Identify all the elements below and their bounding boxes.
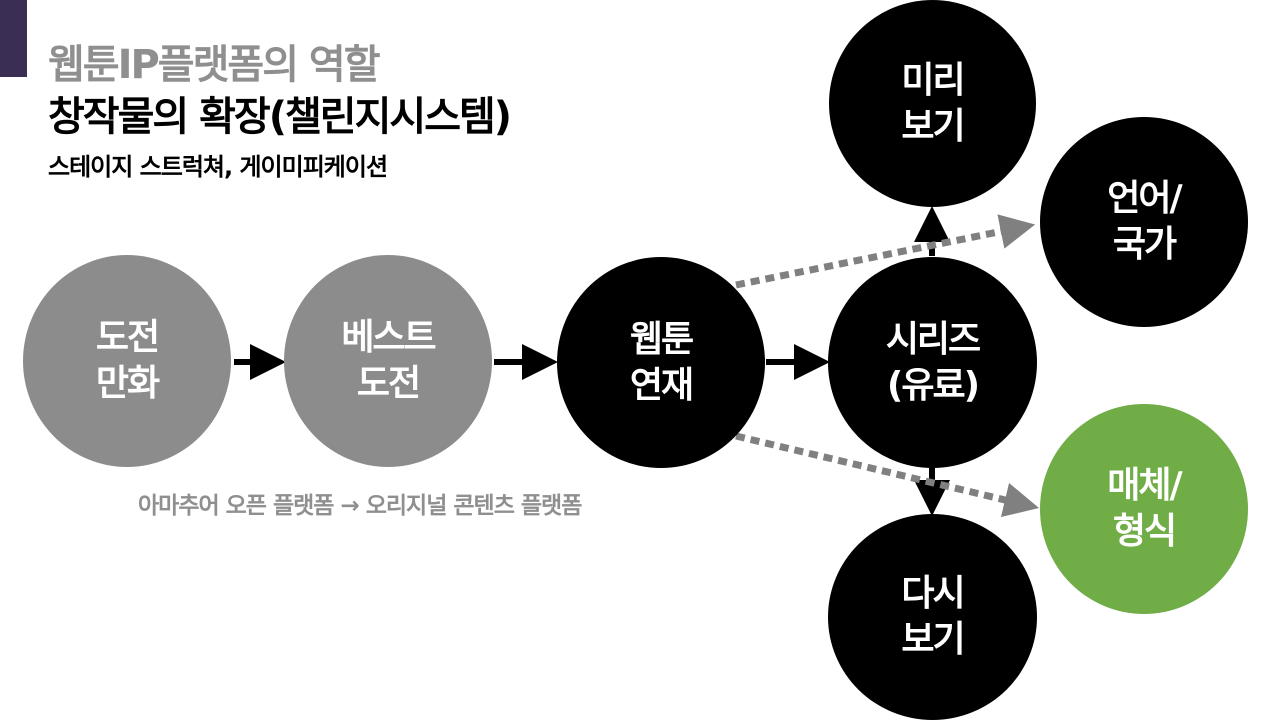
node-language-country: 언어/ 국가 [1040, 117, 1248, 327]
node-series-paid: 시리즈 (유료) [828, 257, 1037, 468]
dotted-arrow-to-language [735, 214, 1036, 289]
node-webtoon-serial: 웹툰 연재 [557, 257, 765, 468]
node-challenge-manga-label: 도전 만화 [95, 317, 160, 404]
node-challenge-manga: 도전 만화 [23, 255, 231, 467]
node-webtoon-serial-label: 웹툰 연재 [629, 318, 694, 406]
accent-bar [0, 0, 27, 77]
title-line-2: 창작물의 확장(챌린지시스템) [48, 94, 512, 140]
node-rewatch: 다시 보기 [828, 514, 1037, 720]
node-preview-label: 미리 보기 [901, 59, 965, 147]
node-series-paid-label: 시리즈 (유료) [885, 318, 981, 406]
node-media-format-label: 매체/ 형식 [1107, 465, 1182, 552]
title-line-1: 웹툰IP플랫폼의 역할 [48, 42, 381, 88]
dotted-arrow-to-media [735, 432, 1040, 517]
node-language-country-label: 언어/ 국가 [1107, 178, 1182, 265]
node-preview: 미리 보기 [829, 0, 1036, 207]
node-media-format: 매체/ 형식 [1040, 404, 1248, 614]
node-rewatch-label: 다시 보기 [901, 573, 965, 660]
node-best-challenge: 베스트 도전 [284, 255, 492, 467]
platform-caption: 아마추어 오픈 플랫폼 → 오리지널 콘텐츠 플랫폼 [138, 493, 582, 519]
subtitle: 스테이지 스트럭쳐, 게이미피케이션 [48, 153, 388, 181]
node-best-challenge-label: 베스트 도전 [341, 317, 436, 404]
